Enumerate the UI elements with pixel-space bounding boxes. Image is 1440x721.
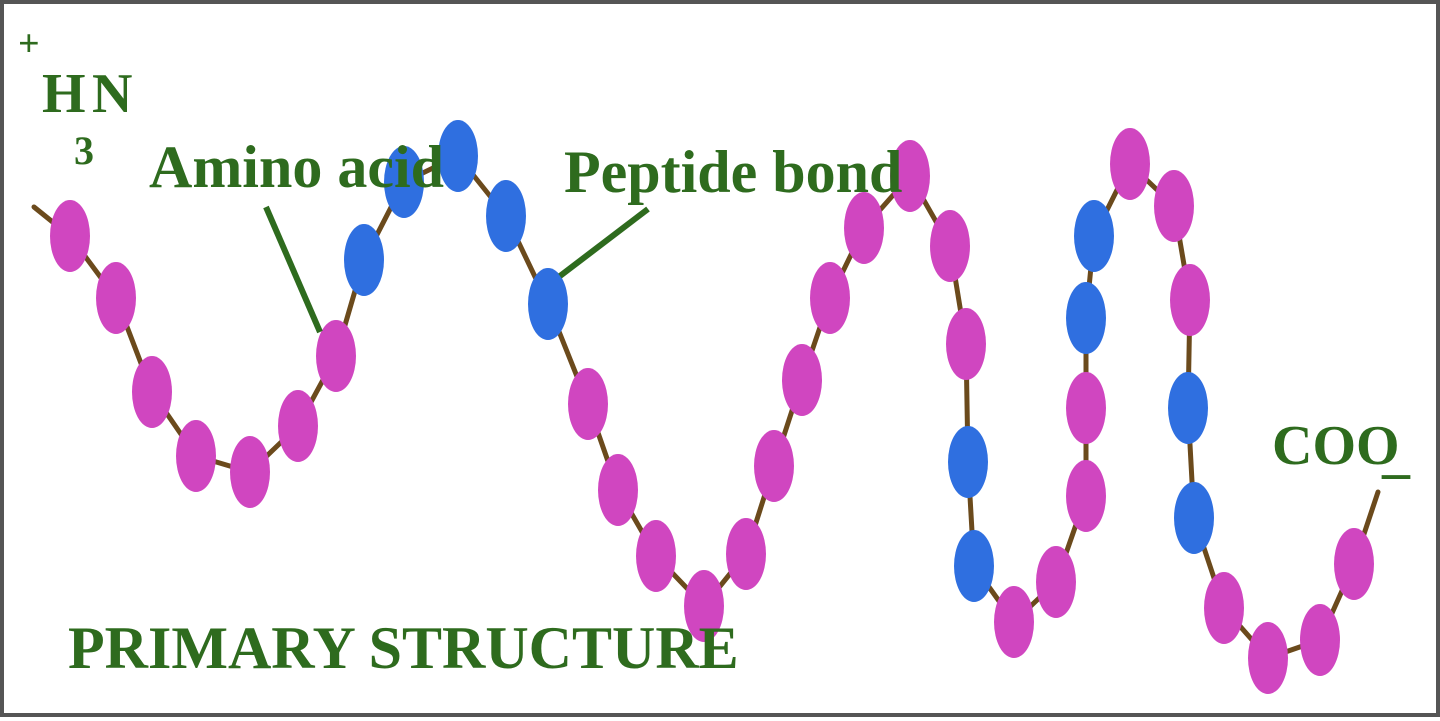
- amino-acid-residue: [278, 390, 318, 462]
- highlighted-residue: [954, 530, 994, 602]
- highlighted-residue: [948, 426, 988, 498]
- highlighted-residue: [438, 120, 478, 192]
- amino-acid-residue: [810, 262, 850, 334]
- n-terminus-h: H: [42, 63, 86, 125]
- primary-structure-diagram: + H 3 N Amino acid Peptide bond COO – PR…: [18, 23, 1411, 694]
- amino-acid-residue: [890, 140, 930, 212]
- amino-acid-residue: [230, 436, 270, 508]
- diagram-title: PRIMARY STRUCTURE: [68, 615, 739, 681]
- amino-acid-residue: [598, 454, 638, 526]
- amino-acid-residue: [1300, 604, 1340, 676]
- highlighted-residue: [486, 180, 526, 252]
- amino-acid-residue: [754, 430, 794, 502]
- n-terminus-subscript: 3: [74, 128, 94, 173]
- amino-acid-residue: [1066, 460, 1106, 532]
- amino-acid-residue: [316, 320, 356, 392]
- amino-acid-residue: [844, 192, 884, 264]
- amino-acid-residue: [1036, 546, 1076, 618]
- highlighted-residue: [1174, 482, 1214, 554]
- amino-acid-leader-line: [263, 205, 323, 334]
- highlighted-residue: [1168, 372, 1208, 444]
- highlighted-residue: [1074, 200, 1114, 272]
- amino-acid-residue: [782, 344, 822, 416]
- amino-acid-residue: [1170, 264, 1210, 336]
- amino-acid-residue: [1204, 572, 1244, 644]
- amino-acid-residue: [1110, 128, 1150, 200]
- highlighted-residue: [384, 146, 424, 218]
- peptide-bond-label: Peptide bond: [564, 139, 902, 205]
- highlighted-residue: [1066, 282, 1106, 354]
- amino-acid-residue: [1154, 170, 1194, 242]
- highlighted-residue: [344, 224, 384, 296]
- highlighted-residue: [528, 268, 568, 340]
- c-terminus-charge: –: [1381, 441, 1411, 503]
- amino-acid-residue: [568, 368, 608, 440]
- amino-acid-residue: [994, 586, 1034, 658]
- amino-acid-residue: [96, 262, 136, 334]
- n-terminus-charge: +: [18, 23, 40, 65]
- amino-acid-residue: [1248, 622, 1288, 694]
- amino-acid-label: Amino acid: [149, 134, 444, 200]
- polypeptide-chain: [31, 120, 1381, 694]
- peptide-bond-leader-line: [558, 206, 650, 279]
- residue-group: [50, 120, 1374, 694]
- amino-acid-residue: [636, 520, 676, 592]
- amino-acid-residue: [930, 210, 970, 282]
- amino-acid-residue: [1334, 528, 1374, 600]
- c-terminus-label: COO: [1272, 415, 1400, 477]
- amino-acid-residue: [946, 308, 986, 380]
- amino-acid-residue: [50, 200, 90, 272]
- n-terminus-n: N: [92, 63, 132, 125]
- amino-acid-residue: [132, 356, 172, 428]
- amino-acid-residue: [1066, 372, 1106, 444]
- amino-acid-residue: [726, 518, 766, 590]
- amino-acid-residue: [684, 570, 724, 642]
- amino-acid-residue: [176, 420, 216, 492]
